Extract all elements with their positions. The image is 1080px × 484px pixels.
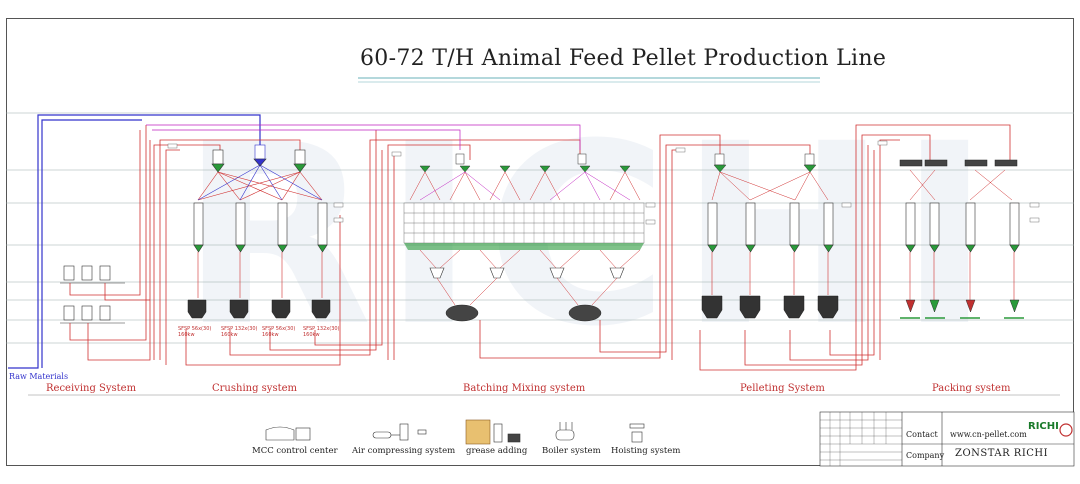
mixers: [445, 304, 602, 322]
legend-icons: [265, 419, 645, 445]
raw-materials-label: Raw Materials: [9, 372, 69, 381]
legend-air-compressing: Air compressing system: [352, 446, 456, 456]
batching-distribution: [409, 171, 641, 201]
packing-bins: [905, 202, 1020, 253]
legend-hoisting: Hoisting system: [611, 446, 681, 456]
batching-bin-dividers: [413, 203, 635, 243]
contact-value: www.cn-pellet.com: [950, 430, 1027, 439]
drawing-frame: [6, 18, 1074, 466]
legend-boiler: Boiler system: [542, 446, 601, 456]
system-label-batching: Batching Mixing system: [463, 383, 586, 394]
receiving-pipes: [69, 125, 151, 361]
batching-distributors: [419, 153, 631, 173]
batching-scales: [429, 267, 625, 279]
system-label-pelleting: Pelleting System: [740, 383, 825, 394]
batching-magenta-lines: [146, 124, 581, 150]
page-title: 60-72 T/H Animal Feed Pellet Production …: [360, 46, 887, 71]
batching-bin-outlets: [404, 243, 644, 250]
tag-boxes: [167, 140, 1040, 225]
pelleting-distributors: [713, 153, 817, 173]
pelleting-distribution: [711, 171, 829, 201]
crusher-bins: [193, 202, 328, 253]
system-label-packing: Packing system: [932, 383, 1011, 394]
crusher-label-1: SFSP 56x(30)160kw: [178, 326, 212, 338]
packing-distribution: [909, 169, 1013, 201]
hammer-mills: [187, 299, 331, 319]
richi-logo-text: RICHI: [1028, 421, 1059, 432]
title-block-grid: [820, 412, 902, 466]
packing-scales: [905, 299, 1020, 313]
richi-logo-icon: [1059, 423, 1073, 437]
title-block: [819, 411, 1075, 467]
pelleting-bins: [707, 202, 834, 253]
pelleting-pipes: [671, 124, 1011, 371]
company-value: ZONSTAR RICHI: [955, 448, 1049, 459]
legend-mcc: MCC control center: [252, 446, 338, 456]
legend-grease-adding: grease adding: [466, 446, 528, 456]
crusher-distributors: [211, 144, 307, 173]
system-label-crushing: Crushing system: [212, 383, 297, 394]
crusher-label-2: SFSP 132x(30)160kw: [221, 326, 258, 338]
packing-sifters: [899, 159, 1018, 167]
company-label: Company: [906, 451, 945, 460]
crusher-label-3: SFSP 56x(30)160kw: [262, 326, 296, 338]
contact-label: Contact: [906, 430, 938, 439]
crushing-distribution: [197, 171, 323, 201]
receiving-system: [60, 265, 125, 324]
packing-pipes: [879, 139, 900, 360]
floor-lines: [6, 112, 1074, 344]
system-label-receiving: Receiving System: [46, 383, 137, 394]
crusher-label-4: SFSP 132x(30)160kw: [303, 326, 340, 338]
pellet-mills: [701, 295, 839, 319]
raw-material-line: [8, 114, 261, 369]
